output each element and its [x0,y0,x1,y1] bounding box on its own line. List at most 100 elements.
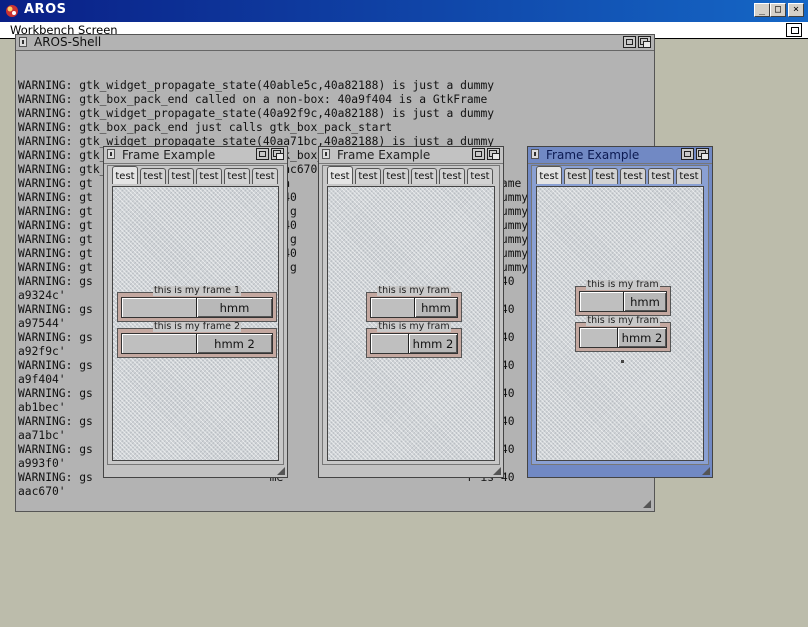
frame-1-empty-box [122,298,197,317]
console-line: a993f0' [18,457,66,470]
frame-1-empty-box [371,298,415,317]
frame-1-group: this is my fram hmm [366,286,462,322]
pixel-mark [621,360,624,363]
frame-window-title: Frame Example [337,148,431,162]
tab-test-3[interactable]: test [592,168,618,184]
workbench-screen-label: Workbench Screen [10,23,118,37]
minimize-button[interactable]: _ [754,3,770,17]
frame-zoom-icon[interactable] [472,148,485,160]
host-window-title: AROS [24,2,67,17]
frame-1-label: this is my fram [586,280,660,290]
tab-test-1[interactable]: test [536,166,562,184]
frame-1-label: this is my fram [377,286,451,296]
console-line: WARNING: gtk_widget_propagate_state(40aa… [18,135,495,148]
screen-depth-gadget-icon[interactable] [786,23,802,37]
hmm-2-button[interactable]: hmm 2 [409,334,457,353]
tab-test-6[interactable]: test [467,168,493,184]
shell-resize-icon[interactable] [641,498,652,509]
tab-test-2[interactable]: test [140,168,166,184]
maximize-button[interactable]: □ [770,3,786,17]
frame-close-icon[interactable] [322,149,330,159]
frame-2-group: this is my fram hmm 2 [575,316,671,352]
hmm-button[interactable]: hmm [624,292,666,311]
tab-test-1[interactable]: test [327,166,353,184]
console-line: a9f404' [18,373,66,386]
frame-window-title-bar[interactable]: Frame Example [104,147,287,164]
console-line: WARNING: gtk_box_pack_end called on a no… [18,93,488,106]
tab-test-4[interactable]: test [411,168,437,184]
tab-test-5[interactable]: test [648,168,674,184]
frame-window-title-bar[interactable]: Frame Example [528,147,712,164]
tab-page: this is my frame 1 hmm this is my frame … [112,186,279,461]
console-line: ab1bec' [18,401,66,414]
aros-app-icon[interactable] [4,3,20,19]
frame-window-title: Frame Example [122,148,216,162]
frame-resize-icon[interactable] [275,465,286,476]
frame-1-label: this is my frame 1 [152,286,242,296]
console-line: aa71bc' [18,429,66,442]
shell-depth-icon[interactable] [638,36,651,48]
frame-2-content: hmm 2 [121,333,273,354]
frame-2-content: hmm 2 [579,327,667,348]
tab-test-2[interactable]: test [564,168,590,184]
tab-test-6[interactable]: test [676,168,702,184]
frame-2-label: this is my fram [586,316,660,326]
hmm-2-button[interactable]: hmm 2 [618,328,666,347]
console-line: a97544' [18,317,66,330]
frame-2-empty-box [580,328,618,347]
frame-depth-icon[interactable] [696,148,709,160]
close-button[interactable]: × [788,3,804,17]
console-line: a9324c' [18,289,66,302]
frame-2-label: this is my frame 2 [152,322,242,332]
shell-title-bar[interactable]: AROS-Shell [16,35,654,51]
frame-window-title-bar[interactable]: Frame Example [319,147,503,164]
console-line: aac670' [18,485,66,498]
console-line: WARNING: gtk_widget_propagate_state(40ab… [18,79,495,92]
host-title-bar: AROS _ □ × [0,0,808,22]
frame-2-empty-box [371,334,409,353]
frame-close-icon[interactable] [531,149,539,159]
frame-window-title: Frame Example [546,148,640,162]
frame-depth-icon[interactable] [271,148,284,160]
frame-close-icon[interactable] [107,149,115,159]
tab-test-5[interactable]: test [224,168,250,184]
frame-1-content: hmm [579,291,667,312]
tab-test-4[interactable]: test [196,168,222,184]
tab-test-4[interactable]: test [620,168,646,184]
frame-depth-icon[interactable] [487,148,500,160]
shell-window-title: AROS-Shell [34,35,102,49]
tab-test-2[interactable]: test [355,168,381,184]
frame-zoom-icon[interactable] [681,148,694,160]
tab-test-6[interactable]: test [252,168,278,184]
frame-1-empty-box [580,292,624,311]
frame-2-label: this is my fram [377,322,451,332]
hmm-button[interactable]: hmm [197,298,272,317]
frame-zoom-icon[interactable] [256,148,269,160]
tab-page: this is my fram hmm this is my fram hmm … [536,186,704,461]
shell-zoom-icon[interactable] [623,36,636,48]
frame-1-content: hmm [370,297,458,318]
tab-test-3[interactable]: test [383,168,409,184]
frame-2-content: hmm 2 [370,333,458,354]
frame-1-group: this is my fram hmm [575,280,671,316]
console-line: WARNING: gtk_widget_propagate_state(40a9… [18,107,495,120]
shell-close-icon[interactable] [19,37,27,47]
tab-test-1[interactable]: test [112,166,138,184]
hmm-2-button[interactable]: hmm 2 [197,334,272,353]
console-line: WARNING: gtk_box_pack_end just calls gtk… [18,121,393,134]
frame-resize-icon[interactable] [700,465,711,476]
tab-test-5[interactable]: test [439,168,465,184]
frame-2-group: this is my frame 2 hmm 2 [117,322,277,358]
tab-test-3[interactable]: test [168,168,194,184]
hmm-button[interactable]: hmm [415,298,457,317]
frame-resize-icon[interactable] [491,465,502,476]
